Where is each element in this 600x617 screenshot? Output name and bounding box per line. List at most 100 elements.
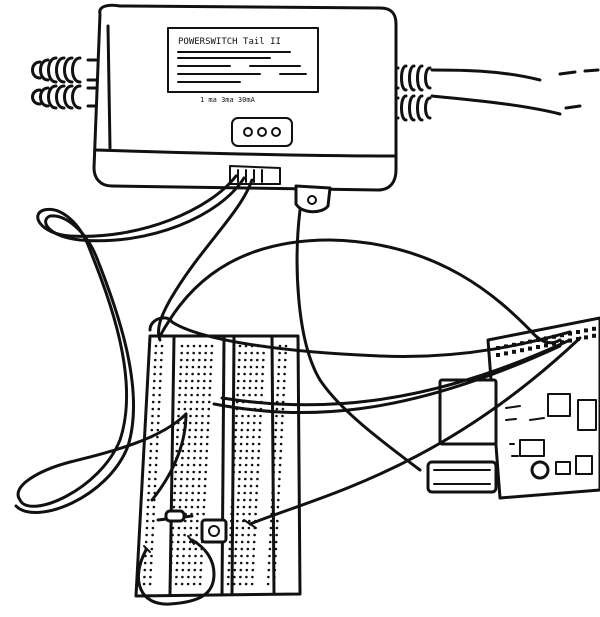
breadboard-hole [188,421,192,425]
breadboard-hole [240,428,244,432]
breadboard-hole [246,554,249,558]
breadboard-hole [241,533,244,537]
breadboard-hole [160,344,164,348]
breadboard-hole [280,435,283,439]
breadboard-hole [234,554,237,558]
breadboard-hole [237,491,240,495]
breadboard-hole [191,372,194,376]
breadboard-hole [193,442,197,446]
breadboard-hole [234,547,238,551]
breadboard-hole [232,463,236,467]
breadboard-hole [272,470,276,474]
breadboard-hole [241,526,245,530]
breadboard-hole [261,379,264,383]
breadboard-hole [210,351,213,355]
breadboard-hole [186,477,189,481]
breadboard-hole [278,344,282,348]
breadboard-hole [152,505,156,509]
breadboard-hole [157,407,161,411]
gpio-pin [592,333,596,338]
breadboard-hole [148,463,152,467]
breadboard-hole [245,456,248,460]
breadboard-hole [275,526,279,530]
breadboard-hole [185,372,188,376]
breadboard-hole [199,456,202,460]
breadboard-hole [242,512,245,516]
breadboard-hole [189,407,193,411]
breadboard-hole [172,505,176,509]
breadboard-hole [244,358,247,362]
breadboard-hole [201,400,205,404]
breadboard-hole [208,393,211,397]
breadboard-hole [147,484,151,488]
breadboard-hole [236,386,240,390]
breadboard-hole [231,498,234,502]
breadboard-hole [187,456,190,460]
breadboard-hole [243,491,246,495]
breadboard-hole [149,575,152,579]
breadboard-hole [277,491,280,495]
breadboard-hole [194,547,198,551]
breadboard-hole [226,582,230,586]
breadboard-hole [245,575,248,579]
breadboard-hole [199,575,202,579]
breadboard-hole [156,428,160,432]
breadboard-hole [234,435,237,439]
breadboard-hole [175,568,179,572]
breadboard-hole [209,365,213,369]
breadboard-hole [185,379,188,383]
breadboard-hole [251,568,255,572]
breadboard-hole [269,533,272,537]
breadboard-hole [203,484,207,488]
breadboard-hole [271,484,275,488]
breadboard-hole [249,484,253,488]
breadboard-hole [175,561,179,565]
breadboard-hole [246,540,250,544]
breadboard-hole [233,442,237,446]
breadboard-hole [146,512,149,516]
breadboard-hole [239,568,243,572]
breadboard-hole [185,484,189,488]
gpio-pin [496,353,500,357]
breadboard-hole [238,351,241,355]
breadboard-hole [180,582,184,586]
breadboard-hole [277,365,281,369]
breadboard-hole [197,365,201,369]
breadboard-hole [195,533,198,537]
breadboard-hole [198,351,201,355]
breadboard-hole [233,568,237,572]
breadboard-hole [227,575,230,579]
breadboard-hole [280,421,284,425]
breadboard-hole [145,533,148,537]
breadboard-hole [177,533,180,537]
breadboard-hole [251,561,255,565]
breadboard-hole [204,477,207,481]
breadboard-hole [197,498,200,502]
breadboard-hole [154,463,158,467]
breadboard-hole [195,414,198,418]
breadboard-hole [203,498,206,502]
breadboard-hole [236,519,239,523]
breadboard-hole [199,561,203,565]
breadboard-hole [281,400,285,404]
wires [14,174,582,529]
breadboard-hole [150,428,154,432]
breadboard-hole [249,372,252,376]
breadboard-hole [147,498,150,502]
breadboard-hole [250,470,253,474]
breadboard-hole [145,526,149,530]
breadboard-hole [245,449,249,453]
breadboard-hole [252,547,256,551]
breadboard-hole [149,442,153,446]
breadboard-hole [148,582,152,586]
breadboard-hole [154,470,157,474]
breadboard-hole [239,575,242,579]
breadboard-hole [198,470,201,474]
breadboard-hole [261,365,265,369]
breadboard-hole [229,533,232,537]
breadboard-hole [187,442,191,446]
breadboard-hole [159,365,163,369]
breadboard-hole [205,456,208,460]
powerswitch-tail-box: POWERSWITCH Tail II 1 ma 3ma 30mA [92,3,398,214]
breadboard-hole [227,568,231,572]
